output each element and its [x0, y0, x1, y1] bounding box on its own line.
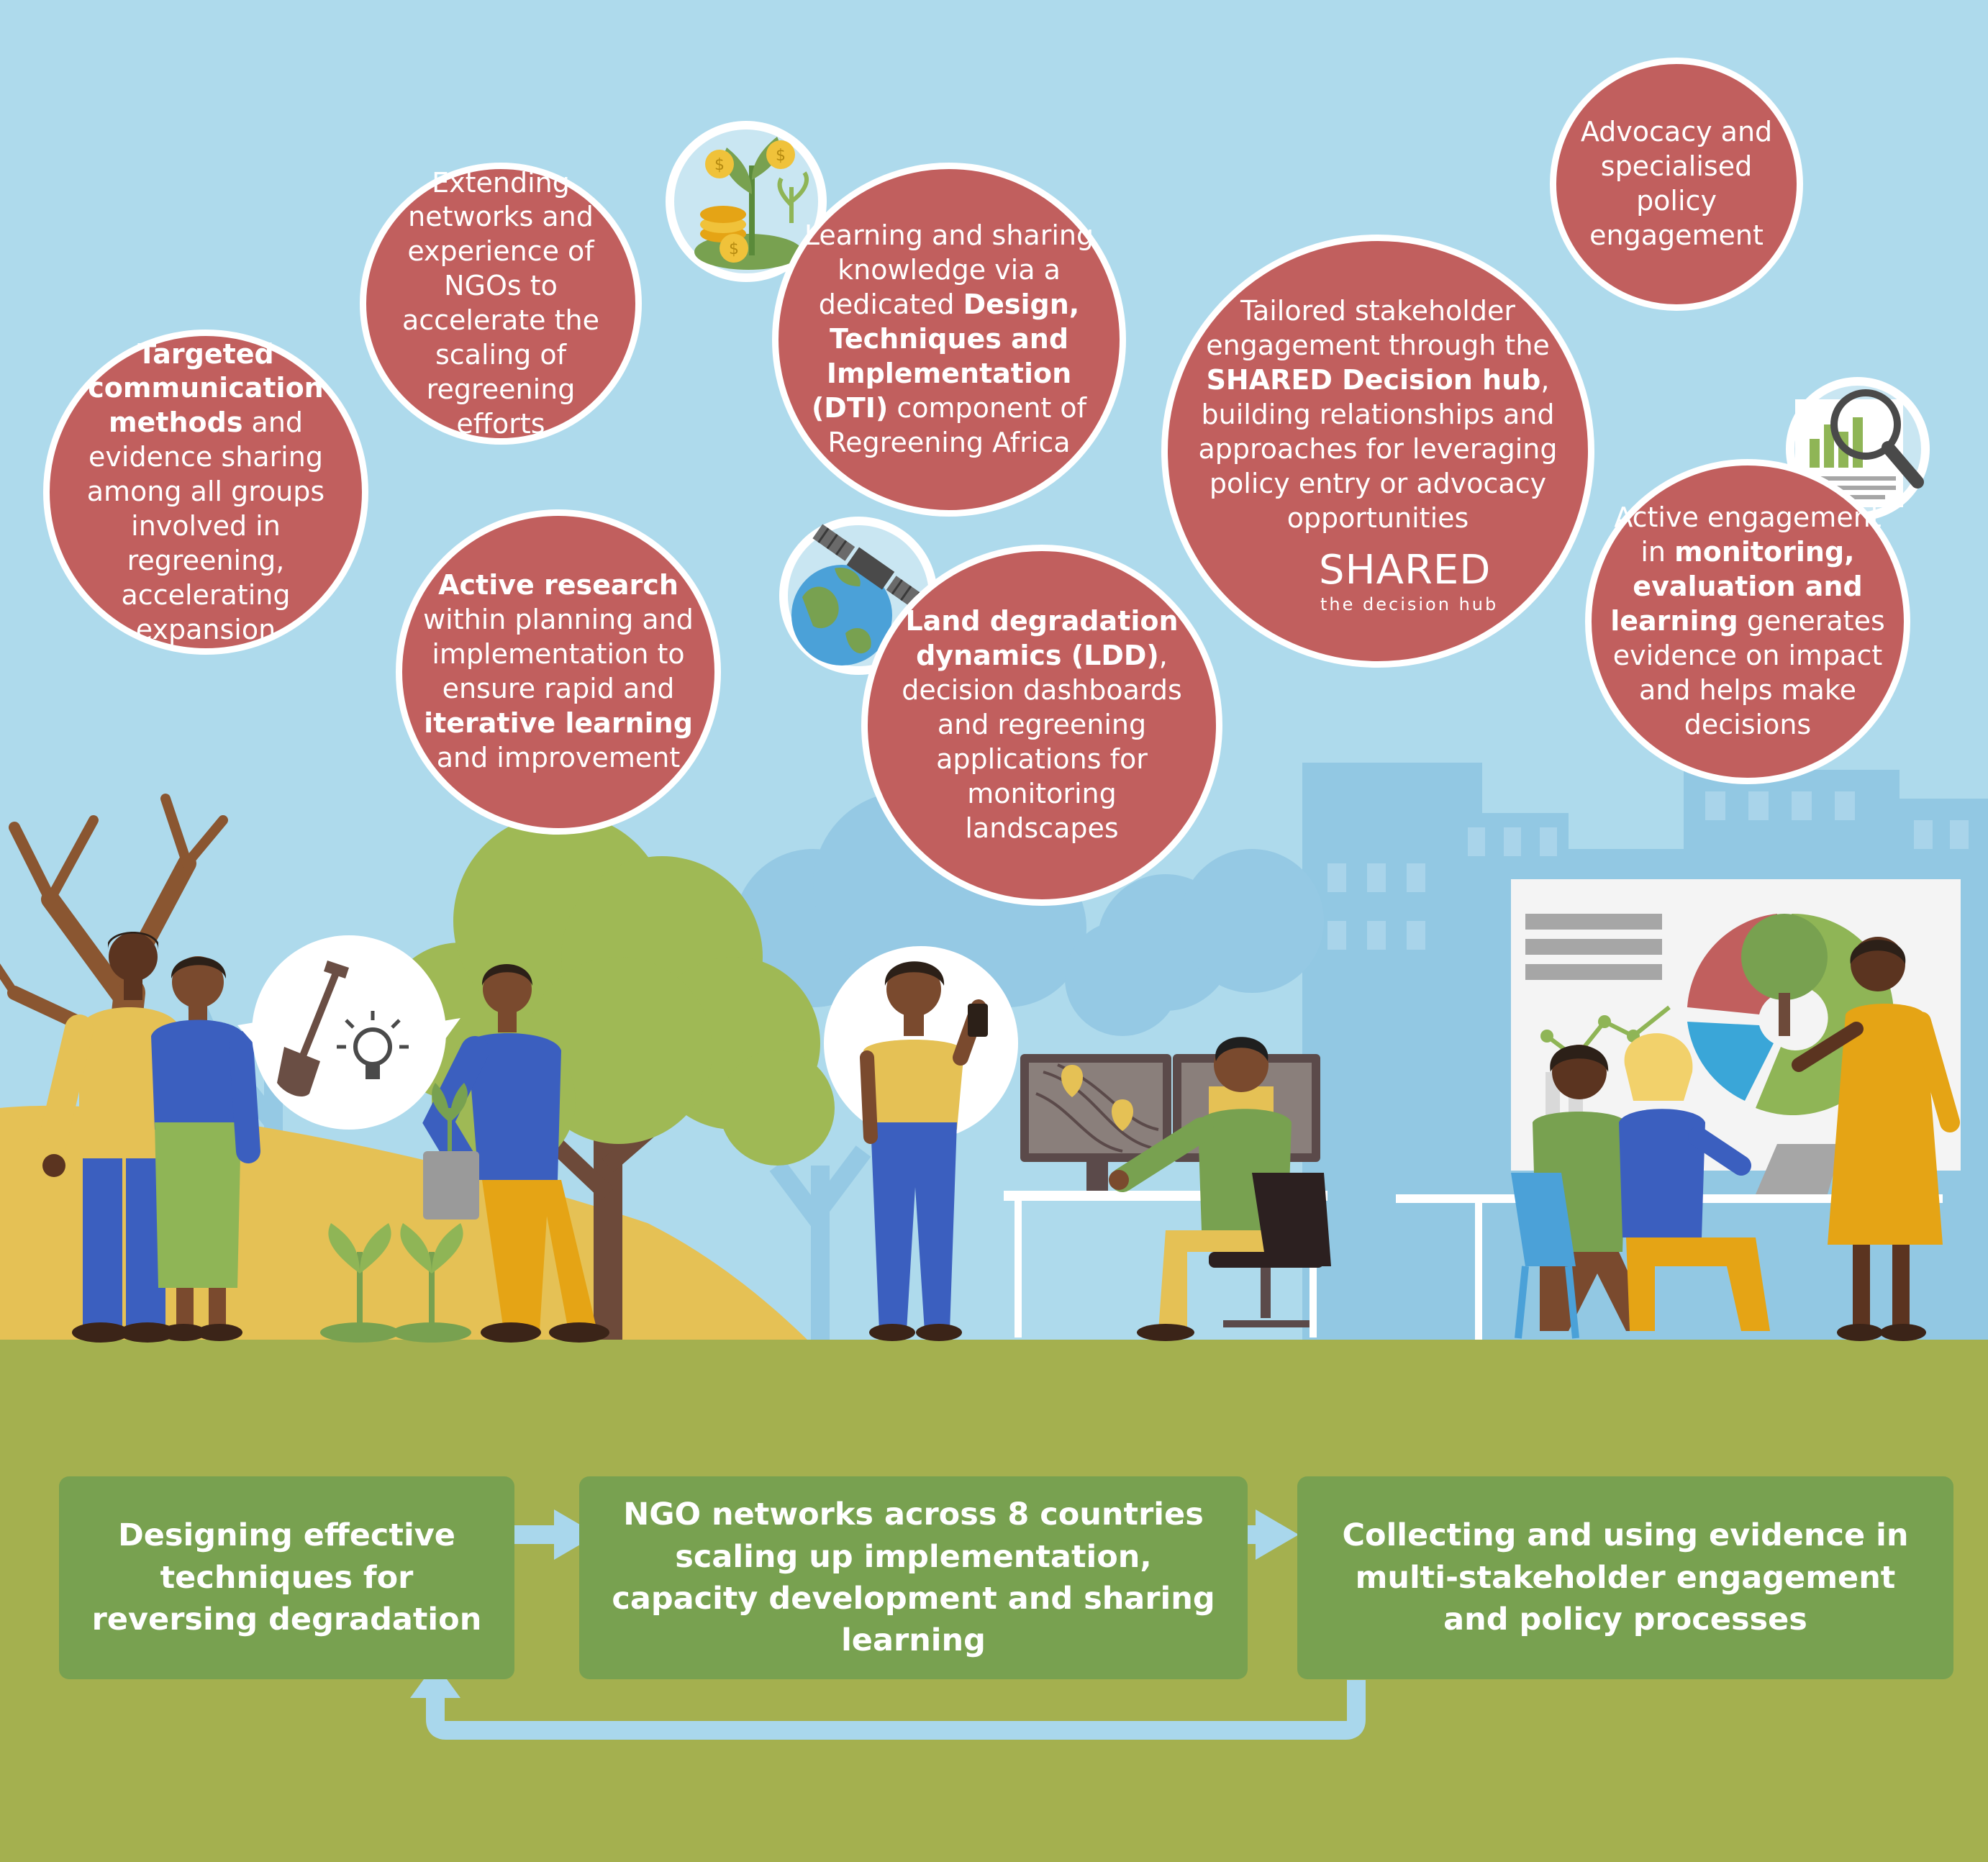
bubble-tailored-engagement: Tailored stakeholder engagement through …	[1161, 235, 1594, 668]
process-box-collecting-evidence: Collecting and using evidence in multi-s…	[1297, 1476, 1953, 1679]
bubble-learning-sharing: Learning and sharing knowledge via a ded…	[772, 163, 1126, 517]
plant-coins-icon: $ $ $	[666, 121, 827, 282]
person-woman-phone	[860, 961, 986, 1341]
bubble-active-research: Active research within planning and impl…	[396, 509, 721, 835]
office-chair	[1209, 1173, 1331, 1327]
shovel-lightbulb-icon	[277, 960, 409, 1097]
bubble-land-degradation: Land degradation dynamics (LDD), decisio…	[861, 545, 1222, 906]
seedlings	[320, 1223, 471, 1343]
svg-text:$: $	[776, 147, 786, 165]
person-woman-presenter	[1792, 937, 1960, 1341]
bubble-advocacy: Advocacy and specialised policy engageme…	[1550, 58, 1803, 311]
svg-text:$: $	[729, 240, 739, 258]
person-man-planting	[422, 964, 609, 1343]
bubble-extending-networks: Extending networks and experience of NGO…	[360, 163, 642, 445]
meeting-chair-blue	[1511, 1173, 1579, 1339]
person-woman-blonde	[1619, 1033, 1770, 1331]
process-box-designing: Designing effective techniques for rever…	[59, 1476, 514, 1679]
shared-logo-subtitle: the decision hub	[1320, 594, 1499, 614]
bubble-active-engagement: Active engagement in monitoring, evaluat…	[1585, 459, 1910, 784]
person-woman-blue	[151, 956, 260, 1341]
bubble-targeted-communication: Targeted communication methods and evide…	[43, 330, 368, 655]
process-box-ngo-networks: NGO networks across 8 countries scaling …	[579, 1476, 1248, 1679]
building-windows	[1327, 791, 1969, 950]
shared-logo: SHARED the decision hub	[1263, 547, 1496, 619]
shared-logo-word: SHARED	[1319, 547, 1492, 594]
smartphone-icon	[968, 1004, 988, 1037]
svg-text:$: $	[714, 156, 725, 174]
